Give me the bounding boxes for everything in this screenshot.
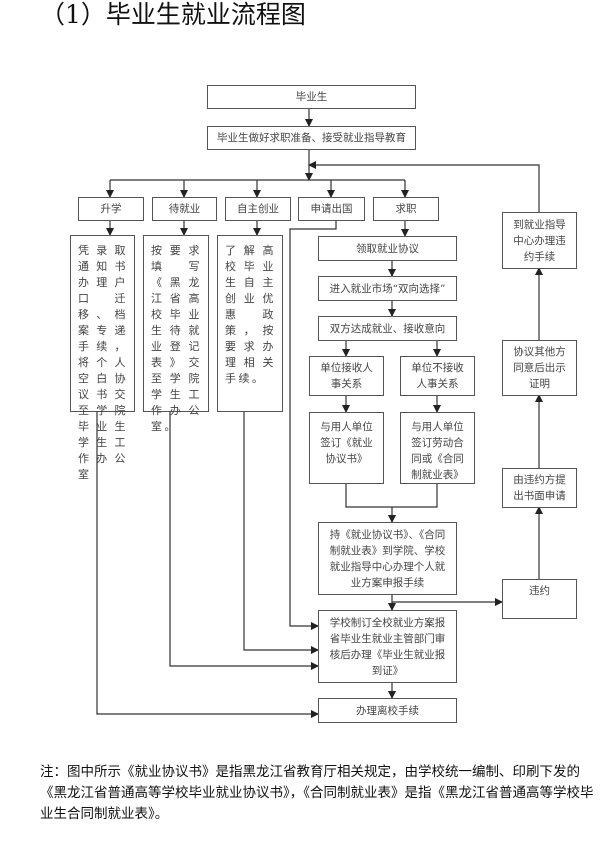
box-other-party-consent: 协议其他方同意后出示证明: [502, 340, 577, 396]
box-written-request: 由违约方提出书面申请: [502, 468, 577, 508]
box-awaiting-detail: 按要求填写《黑龙江省高校毕业生待就业登记表》交至学院学生工作办公室。: [143, 235, 209, 433]
box-sign-agreement: 与用人单位签订《就业协议书》: [309, 412, 384, 484]
box-breach: 违约: [502, 579, 577, 619]
line-procedure-return: [308, 161, 540, 212]
box-self-employment-detail: 了解高校毕业生自主创业优惠政策，按要求办理相关手续。: [217, 235, 283, 412]
box-self-employment: 自主创业: [225, 197, 291, 221]
box-prepare: 毕业生做好求职准备、接受就业指导教育: [207, 126, 416, 150]
box-further-study: 升学: [78, 197, 144, 221]
line-awaiting-to-school: [169, 411, 319, 670]
box-accept-hr: 单位接收人事关系: [309, 356, 384, 396]
box-leave-school: 办理离校手续: [318, 698, 457, 723]
footnote: 注：图中所示《就业协议书》是指黑龙江省教育厅相关规定，由学校统一编制、印刷下发的…: [40, 764, 594, 822]
line-sign-merge: [345, 483, 438, 508]
box-graduate: 毕业生: [207, 85, 416, 109]
box-further-study-detail: 凭录取通知书办理户口迁移、档案专递手续，将个人空白协议书交至学院毕业生学生工作办…: [70, 235, 135, 481]
box-enter-market: 进入就业市场“双向选择”: [318, 276, 457, 301]
box-not-accept-hr: 单位不接收人事关系: [400, 356, 475, 396]
box-submit-plan: 持《就业协议书》、《合同制就业表》到学院、学校就业指导中心办理个人就业方案申报手…: [318, 522, 457, 595]
box-sign-contract: 与用人单位签订劳动合同或《合同制就业表》: [400, 412, 475, 484]
box-school-plan: 学校制订全校就业方案报省毕业生就业主管部门审核后办理《毕业生就业报到证》: [318, 610, 457, 683]
box-mutual-intent: 双方达成就业、接收意向: [318, 316, 457, 341]
line-study-abroad-to-school-plan: [289, 220, 337, 630]
line-further-study-to-leave: [96, 411, 319, 718]
box-breach-procedure: 到就业指导中心办理违约手续: [502, 212, 577, 269]
box-awaiting: 待就业: [152, 197, 217, 221]
line-self-employment-to-school: [243, 411, 319, 654]
page-title: （1）毕业生就业流程图: [40, 0, 306, 29]
box-study-abroad: 申请出国: [298, 197, 365, 221]
box-job-seeking: 求职: [373, 197, 439, 221]
box-get-agreement: 领取就业协议: [318, 236, 457, 261]
